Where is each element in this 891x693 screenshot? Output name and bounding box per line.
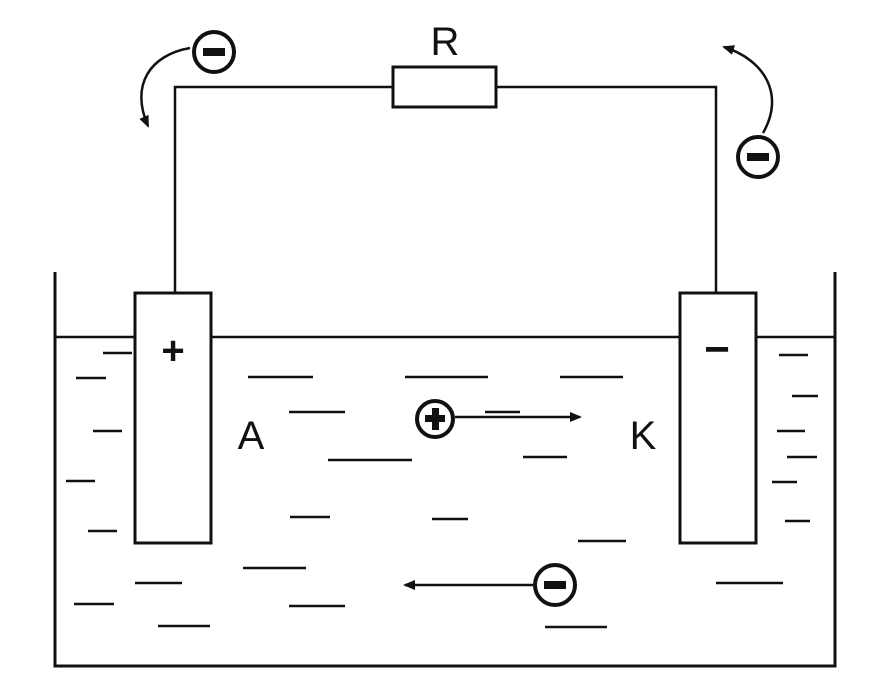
anion-icon	[533, 563, 577, 607]
anode-sign: +	[161, 329, 184, 373]
anode-label: A	[238, 414, 265, 458]
cation-icon	[415, 399, 455, 439]
electron-anode-side-icon	[192, 30, 236, 74]
electron-flow-arrow-right	[722, 45, 774, 134]
cathode-electrode	[678, 291, 758, 545]
electrolyte-dashes	[66, 351, 818, 629]
anode-electrode	[133, 291, 213, 545]
cathode-label: K	[630, 414, 657, 458]
circuit-wire	[173, 85, 718, 293]
electron-flow-arrow-left	[139, 46, 191, 128]
resistor	[391, 65, 498, 109]
vessel	[53, 272, 837, 668]
electron-cathode-side-icon	[736, 135, 780, 179]
cathode-sign: −	[704, 325, 730, 374]
resistor-label: R	[431, 20, 460, 64]
